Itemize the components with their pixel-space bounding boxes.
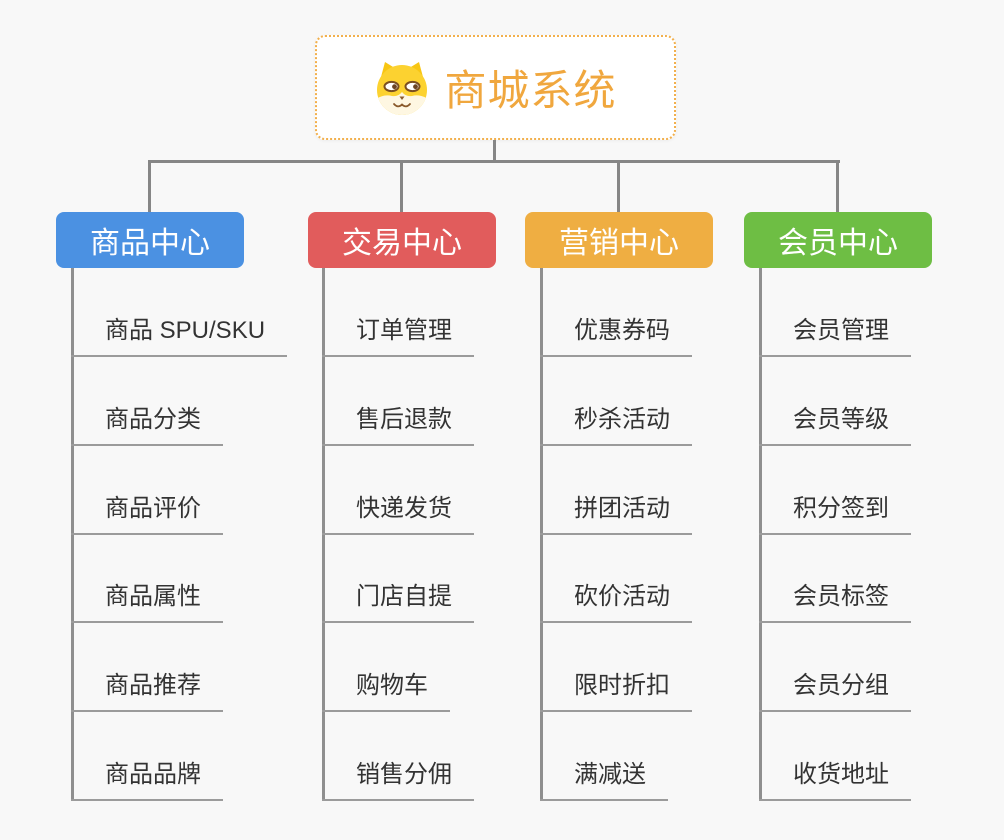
connector-drop-2 bbox=[400, 160, 403, 212]
connector-drop-3 bbox=[617, 160, 620, 212]
topic-node[interactable]: 会员分组 bbox=[759, 670, 911, 712]
topic-node[interactable]: 限时折扣 bbox=[540, 670, 692, 712]
topic-node[interactable]: 会员等级 bbox=[759, 404, 911, 446]
connector-horizontal bbox=[149, 160, 840, 163]
root-title: 商城系统 bbox=[444, 67, 617, 114]
connector-drop-1 bbox=[148, 160, 151, 212]
topic-node[interactable]: 秒杀活动 bbox=[540, 404, 692, 446]
topic-node[interactable]: 满减送 bbox=[540, 759, 668, 801]
connector-root-stub bbox=[493, 140, 496, 163]
topic-node[interactable]: 会员标签 bbox=[759, 581, 911, 623]
root-node[interactable]: 商城系统 bbox=[315, 35, 676, 140]
topic-node[interactable]: 商品 SPU/SKU bbox=[71, 315, 288, 357]
topic-node[interactable]: 订单管理 bbox=[322, 315, 474, 357]
topic-node[interactable]: 砍价活动 bbox=[540, 581, 692, 623]
branch-node-product-center[interactable]: 商品中心 bbox=[56, 212, 244, 268]
topic-node[interactable]: 商品品牌 bbox=[71, 759, 223, 801]
topic-node[interactable]: 售后退款 bbox=[322, 404, 474, 446]
topic-node[interactable]: 商品推荐 bbox=[71, 670, 223, 712]
topic-node[interactable]: 购物车 bbox=[322, 670, 450, 712]
connector-drop-4 bbox=[836, 160, 839, 212]
topic-node[interactable]: 收货地址 bbox=[759, 759, 911, 801]
topic-node[interactable]: 商品属性 bbox=[71, 581, 223, 623]
branch-node-trade-center[interactable]: 交易中心 bbox=[308, 212, 496, 268]
topic-node[interactable]: 门店自提 bbox=[322, 581, 474, 623]
branch-node-marketing-center[interactable]: 营销中心 bbox=[525, 212, 713, 268]
branch-node-member-center[interactable]: 会员中心 bbox=[744, 212, 932, 268]
topic-node[interactable]: 积分签到 bbox=[759, 493, 911, 535]
topic-node[interactable]: 优惠券码 bbox=[540, 315, 692, 357]
topic-node[interactable]: 快递发货 bbox=[322, 493, 474, 535]
topic-node[interactable]: 拼团活动 bbox=[540, 493, 692, 535]
shiba-dog-icon bbox=[377, 61, 428, 115]
topic-node[interactable]: 商品评价 bbox=[71, 493, 223, 535]
topic-node[interactable]: 销售分佣 bbox=[322, 759, 474, 801]
topic-node[interactable]: 会员管理 bbox=[759, 315, 911, 357]
topic-node[interactable]: 商品分类 bbox=[71, 404, 223, 446]
